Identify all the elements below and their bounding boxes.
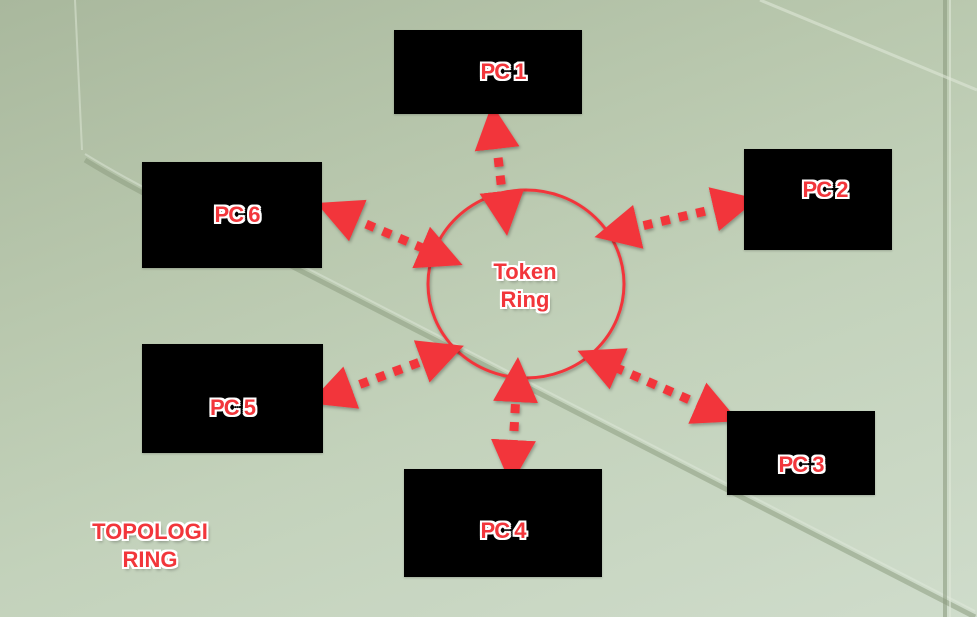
node-pc3: PC 3 [727, 411, 875, 495]
node-label: PC 2 [802, 176, 849, 202]
link-pc3 [577, 348, 739, 424]
node-pc4: PC 4 [404, 469, 602, 577]
link-pc6 [316, 199, 463, 269]
node-label: PC 6 [214, 202, 261, 227]
diagram-title-line2: RING [122, 547, 178, 572]
link-pc4 [490, 357, 539, 485]
diagram-title-line1: TOPOLOGI [92, 519, 208, 544]
token-ring-label: Token Ring [470, 258, 580, 314]
node-label: PC 3 [778, 452, 825, 477]
node-pc2: PC 2 [744, 149, 892, 250]
token-ring-label-line2: Ring [500, 287, 550, 312]
node-label: PC 4 [480, 518, 527, 543]
node-pc6: PC 6 [142, 162, 322, 268]
node-pc5: PC 5 [142, 344, 323, 453]
link-pc1 [474, 104, 525, 236]
node-label: PC 1 [480, 59, 527, 84]
node-label: PC 5 [210, 394, 256, 420]
link-pc5 [309, 340, 464, 409]
node-pc1: PC 1 [394, 30, 582, 114]
link-pc2 [594, 187, 758, 249]
token-ring-label-line1: Token [493, 259, 557, 284]
diagram-title: TOPOLOGI RING [60, 518, 240, 574]
